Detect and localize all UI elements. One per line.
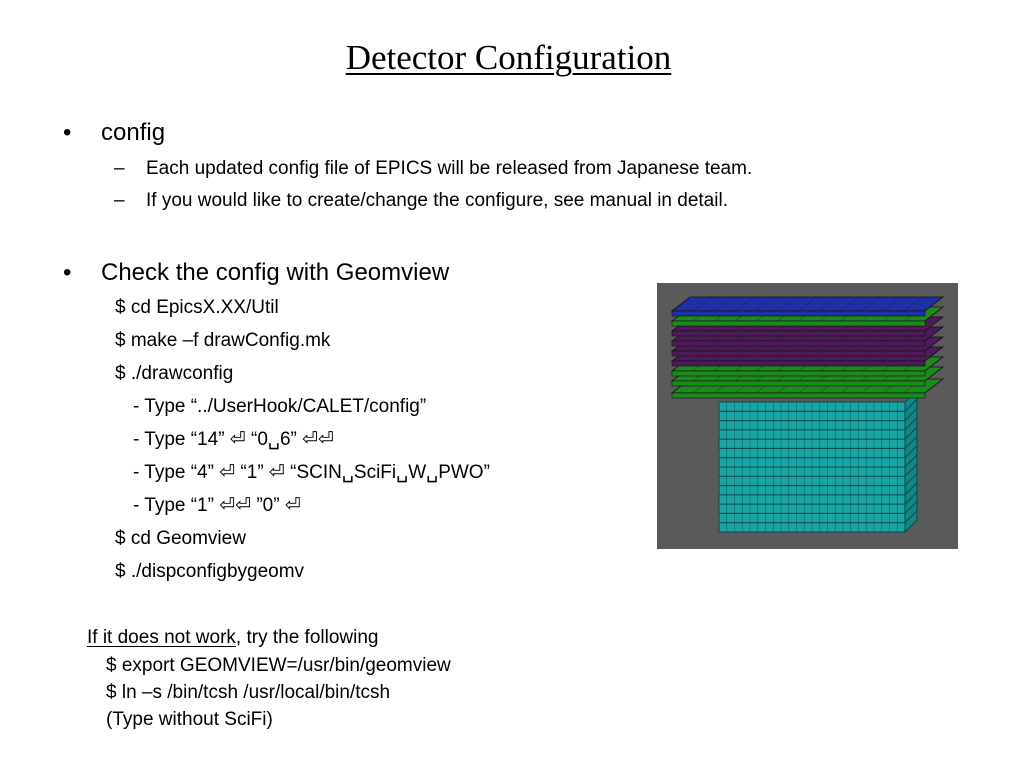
bullet-text: Check the config with Geomview [101,259,450,286]
page-title: Detector Configuration [345,38,672,77]
detector-layer-edge [671,370,926,377]
bullet-dot-icon: • [63,259,72,286]
calorimeter-side-line [904,482,918,496]
command-line: $ cd EpicsX.XX/Util [115,297,279,318]
calorimeter-side-line [904,491,918,505]
detector-layer-edge [671,330,926,337]
command-line: $ ./drawconfig [115,363,234,384]
note-heading: If it does not work, try the following [87,626,378,650]
detector-layer-edge [671,380,926,387]
command-line: - Type “14” ⏎ “0␣6” ⏎⏎ [133,429,334,450]
calorimeter-side-line [904,454,918,468]
detector-layer-grid-line [777,296,796,312]
detector-layer-grid-line [692,296,712,312]
detector-layer-grid-line [882,296,901,312]
detector-layer-grid-line [840,296,859,312]
sub-bullet: – If you would like to create/change the… [114,189,728,213]
command-line: - Type “1” ⏎⏎ ”0” ⏎ [133,495,301,516]
detector-layer-grid-line [714,296,733,312]
dash-icon: – [114,158,125,179]
calorimeter-side-line [904,417,918,431]
command-line: $ cd Geomview [115,528,246,549]
command-line: - Type “../UserHook/CALET/config” [133,396,427,417]
calorimeter-side-line [904,426,918,440]
sub-bullet-text: Each updated config file of EPICS will b… [146,158,753,179]
detector-geometry-image [657,283,958,549]
dash-icon: – [114,190,125,211]
bullet-text: config [101,119,166,146]
calorimeter-side-line [904,463,918,477]
bullet-geomview: • Check the config with Geomview [63,258,450,288]
detector-layer-edge [671,392,926,399]
calorimeter-side-line [904,436,918,449]
calorimeter-side-line [904,501,918,514]
detector-layer-grid-line [735,296,754,312]
detector-geometry-drawing [670,296,945,534]
calorimeter-side-line [904,510,918,524]
detector-layer-edge [671,320,926,327]
detector-layer-grid-line [756,296,775,312]
calorimeter-side-line [904,473,918,486]
bullet-dot-icon: • [63,119,72,146]
calorimeter-side-line [904,408,918,421]
bullet-config: • config [63,118,166,148]
detector-layer-grid-line [798,296,817,312]
note-line: (Type without SciFi) [106,709,273,730]
command-line: - Type “4” ⏎ “1” ⏎ “SCIN␣SciFi␣W␣PWO” [133,462,490,483]
calorimeter-side-line [904,398,918,412]
note-rest-text: , try the following [235,627,379,648]
command-line: $ make –f drawConfig.mk [115,330,331,351]
detector-layer-edge [671,360,926,367]
note-line: $ export GEOMVIEW=/usr/bin/geomview [106,655,451,676]
note-line: $ ln –s /bin/tcsh /usr/local/bin/tcsh [106,682,391,703]
detector-layer-grid-line [861,296,880,312]
detector-layer-edge [671,310,926,317]
detector-layer-edge [671,340,926,347]
detector-layer-grid-line [903,296,923,312]
detector-layer-edge [671,350,926,357]
calorimeter-side-line [904,445,918,459]
command-line: $ ./dispconfigbygeomv [115,561,305,582]
sub-bullet: – Each updated config file of EPICS will… [114,157,753,181]
detector-layer-grid-line [819,296,838,312]
note-link-text: If it does not work [87,627,236,648]
sub-bullet-text: If you would like to create/change the c… [146,190,728,211]
